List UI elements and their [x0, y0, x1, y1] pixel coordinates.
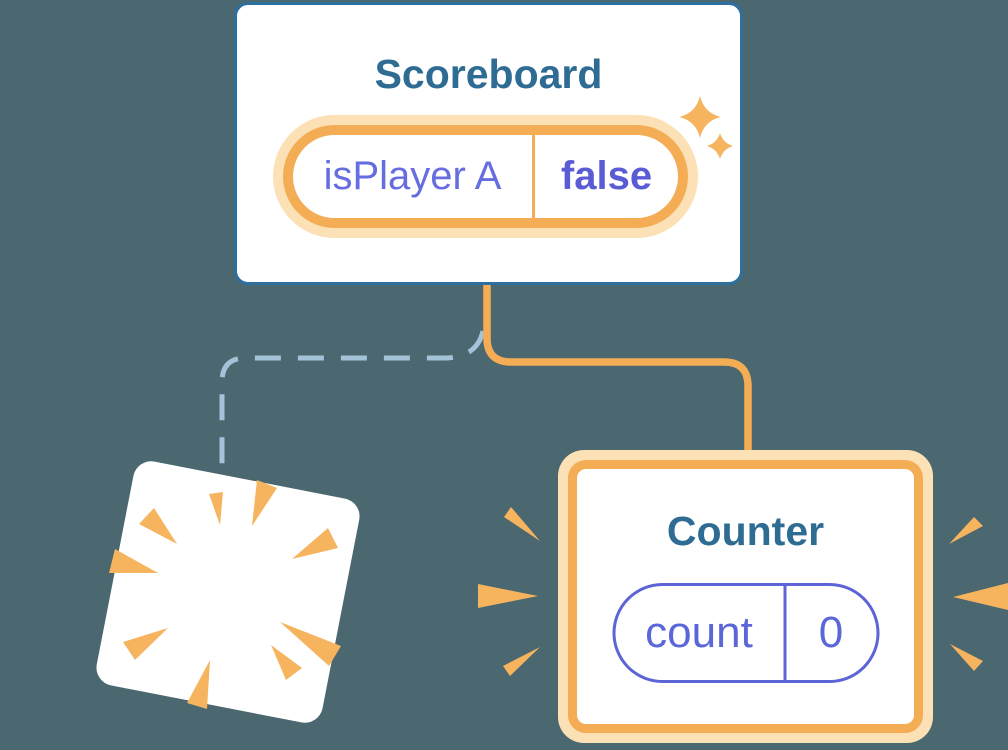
connector-active-line — [483, 284, 752, 452]
emphasis-mark — [503, 647, 540, 676]
state-value: 0 — [818, 608, 844, 657]
emphasis-mark — [504, 507, 540, 541]
counter-component-box: Counter count 0 — [558, 450, 933, 743]
state-pill-highlighted: isPlayer A false — [283, 125, 688, 228]
emphasis-marks-icon — [478, 507, 1008, 676]
scoreboard-component-box: Scoreboard isPlayer A false — [234, 2, 743, 285]
burst-ray — [209, 492, 223, 525]
burst-ray — [280, 622, 341, 666]
scoreboard-state-pill: isPlayer A false — [273, 115, 698, 238]
emphasis-mark — [953, 583, 1008, 610]
emphasis-mark — [950, 644, 983, 671]
burst-ray — [123, 628, 168, 660]
state-name: isPlayer A — [293, 135, 535, 218]
emphasis-mark — [949, 517, 983, 544]
burst-ray — [109, 549, 158, 573]
burst-ray — [139, 508, 177, 544]
counter-title: Counter — [666, 508, 825, 554]
counter-component-inner: Counter count 0 — [568, 460, 923, 733]
counter-state-pill: count 0 — [612, 583, 879, 683]
sparkles-icon — [679, 96, 733, 159]
burst-ray — [187, 660, 210, 709]
emphasis-mark — [478, 584, 538, 608]
state-name: count — [615, 586, 786, 680]
burst-ray — [292, 528, 338, 559]
connector-dashed-line — [219, 330, 486, 466]
scoreboard-title: Scoreboard — [374, 51, 603, 97]
burst-ray — [252, 480, 277, 526]
burst-ray — [271, 645, 302, 680]
sparkle-star — [707, 133, 733, 159]
sparkle-star — [679, 96, 721, 138]
state-value: false — [560, 154, 653, 198]
